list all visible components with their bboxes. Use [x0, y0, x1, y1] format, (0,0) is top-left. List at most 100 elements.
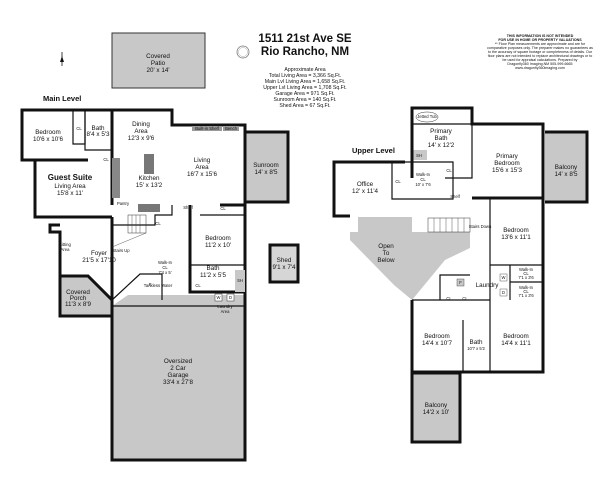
- room-foyer: Foyer 21'5 x 17'10: [82, 250, 116, 264]
- svg-text:Primary: Primary: [430, 128, 453, 135]
- svg-text:20' x 14': 20' x 14': [146, 67, 169, 74]
- room-bedroom-upper-2: Bedroom 14'4 x 10'7: [422, 333, 453, 347]
- svg-text:10'6 x 10'6: 10'6 x 10'6: [33, 136, 64, 143]
- room-living: Living Area 16'7 x 15'6: [187, 157, 218, 178]
- svg-text:Shed: Shed: [277, 257, 292, 264]
- room-bedroom-upper-3: Bedroom 14'4 x 11'1: [501, 333, 531, 347]
- shower-label: SH: [416, 153, 422, 158]
- svg-text:Garage Area = 971 Sq.Ft.: Garage Area = 971 Sq.Ft.: [275, 91, 334, 97]
- svg-text:Dining: Dining: [132, 121, 150, 128]
- room-bath-main: Bath 8'4 x 5'3: [86, 125, 110, 138]
- svg-text:Bedroom: Bedroom: [424, 333, 450, 340]
- svg-text:Oversized: Oversized: [164, 358, 193, 365]
- closet-label: CL: [395, 179, 401, 184]
- svg-text:21'5 x 17'10: 21'5 x 17'10: [82, 257, 116, 264]
- balcony-fill: [545, 132, 587, 202]
- svg-text:Sitting: Sitting: [59, 242, 71, 247]
- builtin-shelf-label: Built-in Shelf: [195, 126, 219, 131]
- upper-level-title: Upper Level: [352, 146, 395, 155]
- svg-text:11'2 x 10': 11'2 x 10': [205, 242, 231, 249]
- svg-text:www.dragonfly360imaging.com: www.dragonfly360imaging.com: [515, 66, 565, 70]
- room-walkin-upper-1: Walk-In CL 7'1 x 3'6: [518, 267, 534, 280]
- svg-text:comparative purposes only. The: comparative purposes only. The preparer …: [487, 46, 593, 50]
- shower-label: SH: [237, 278, 243, 283]
- svg-text:Area: Area: [61, 247, 71, 252]
- furnace-label: F: [149, 282, 152, 287]
- shelf-label: Shelf: [450, 194, 460, 199]
- closet-label: CL: [462, 296, 468, 301]
- laundry-label: Laundry: [476, 282, 500, 289]
- svg-text:Bedroom: Bedroom: [205, 235, 231, 242]
- svg-text:Patio: Patio: [151, 60, 166, 67]
- stairs-main: [111, 214, 147, 248]
- svg-text:Main Lvl Living Area = 1,658 S: Main Lvl Living Area = 1,658 Sq.Ft.: [265, 79, 346, 85]
- svg-text:Covered: Covered: [66, 289, 90, 296]
- svg-text:To: To: [383, 250, 390, 257]
- svg-text:Kitchen: Kitchen: [138, 175, 160, 182]
- svg-text:Porch: Porch: [70, 295, 87, 302]
- svg-text:Approximate Area: Approximate Area: [284, 67, 325, 73]
- svg-text:Walk-In: Walk-In: [519, 285, 534, 290]
- svg-text:Laundry: Laundry: [217, 304, 233, 309]
- svg-text:Jetted Tub: Jetted Tub: [417, 114, 437, 119]
- svg-text:Bath: Bath: [207, 265, 220, 272]
- garage-fill: [112, 295, 245, 460]
- svg-text:14' x 8'5: 14' x 8'5: [254, 169, 278, 176]
- closet-label: CL: [195, 283, 201, 288]
- svg-text:Bath: Bath: [92, 125, 105, 132]
- shed-fill: [270, 245, 298, 282]
- closet-label: CL: [446, 168, 452, 173]
- dryer-label: D: [229, 295, 232, 300]
- porch-fill: [60, 276, 112, 316]
- dryer: [499, 288, 508, 297]
- svg-text:Below: Below: [377, 257, 395, 264]
- shower-upper-fill: [412, 150, 427, 160]
- room-sitting-area: Sitting Area: [59, 242, 71, 252]
- bench-label: Bench: [225, 126, 238, 131]
- svg-text:11'3 x 8'9: 11'3 x 8'9: [65, 301, 92, 308]
- svg-text:Walk-In: Walk-In: [158, 260, 173, 265]
- svg-text:7'1 x 3'6: 7'1 x 3'6: [518, 293, 534, 298]
- jetted-tub: Jetted Tub: [415, 111, 439, 123]
- svg-text:Upper Lvl Living Area = 1,708: Upper Lvl Living Area = 1,708 Sq.Ft.: [263, 85, 346, 91]
- svg-text:Primary: Primary: [496, 153, 519, 160]
- furnace: [456, 278, 465, 287]
- svg-text:Dragonfly360 Imaging.NM 505-99: Dragonfly360 Imaging.NM 505-999-6665: [507, 62, 572, 66]
- address-line-2: Rio Rancho, NM: [261, 46, 349, 58]
- svg-text:15'6 x 15'3: 15'6 x 15'3: [492, 167, 523, 174]
- shelf-label: Shelf: [183, 205, 193, 210]
- svg-text:Office: Office: [357, 181, 374, 188]
- svg-text:Foyer: Foyer: [91, 250, 107, 257]
- upper-level-walls: [332, 106, 589, 444]
- svg-text:Open: Open: [378, 243, 394, 250]
- main-level-walls: [20, 108, 300, 462]
- disclaimer: THIS INFORMATION IS NOT INTENDED FOR USE…: [487, 34, 593, 70]
- svg-text:Bedroom: Bedroom: [503, 227, 529, 234]
- svg-text:Garage: Garage: [167, 372, 189, 379]
- svg-text:CL: CL: [420, 177, 426, 182]
- main-level-title: Main Level: [43, 94, 81, 103]
- svg-text:14' x 8'5: 14' x 8'5: [554, 171, 578, 178]
- stairs-up-label: Stairs Up: [112, 248, 130, 253]
- svg-text:Total Living Area = 3,366 Sq.F: Total Living Area = 3,366 Sq.Ft.: [269, 73, 341, 79]
- open-to-below-fill: [350, 217, 470, 300]
- svg-text:Area: Area: [221, 309, 231, 314]
- room-laundry-area: Laundry Area: [217, 304, 233, 314]
- svg-text:CL: CL: [523, 289, 529, 294]
- north-arrow-icon: [60, 52, 64, 66]
- dryer-label: D: [502, 290, 505, 295]
- svg-text:Bedroom: Bedroom: [35, 129, 61, 136]
- dryer: [226, 293, 235, 302]
- svg-text:Balcony: Balcony: [425, 402, 448, 409]
- svg-text:Sunroom Area = 140 Sq.Ft.: Sunroom Area = 140 Sq.Ft.: [273, 97, 336, 103]
- room-bedroom-2: Bedroom 11'2 x 10': [205, 235, 231, 249]
- closet-label: CL: [155, 221, 161, 226]
- svg-text:15' x 13'2: 15' x 13'2: [136, 182, 163, 189]
- svg-text:Living Area: Living Area: [54, 183, 86, 190]
- svg-text:Bath: Bath: [470, 339, 483, 346]
- closet-label: CL: [220, 206, 226, 211]
- svg-text:Guest Suite: Guest Suite: [48, 173, 93, 182]
- balcony2-fill: [412, 373, 460, 442]
- washer-label: W: [217, 295, 221, 300]
